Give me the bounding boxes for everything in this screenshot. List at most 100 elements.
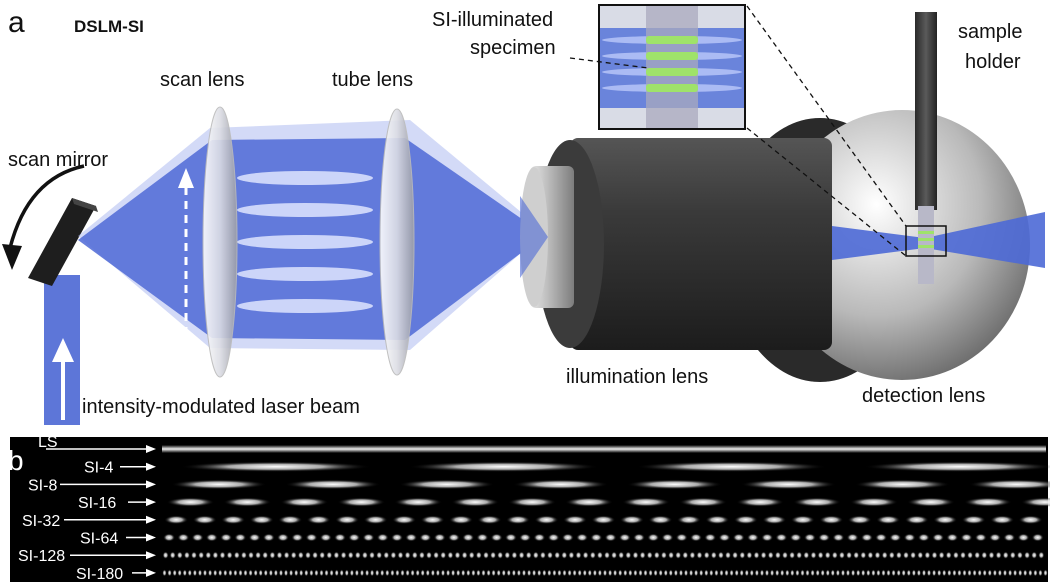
stripe-spot — [962, 569, 967, 577]
stripe-spot — [425, 569, 430, 577]
stripe-spot — [335, 515, 360, 525]
stripe-spot — [205, 533, 218, 542]
stripe-spot — [830, 569, 835, 577]
stripe-spot — [895, 551, 902, 559]
stripe-spot — [608, 569, 613, 577]
stripe-spot — [516, 569, 522, 577]
row-label: SI-32 — [22, 513, 60, 530]
stripe-spot — [319, 569, 324, 577]
stripe-spot — [219, 551, 226, 559]
stripe-spot — [888, 551, 895, 559]
stripe-spot — [278, 515, 303, 525]
stripe-spot — [689, 551, 696, 559]
stripe-spot — [874, 551, 881, 559]
stripe-spot — [582, 551, 589, 559]
stripe-spot — [1038, 569, 1043, 577]
stripe-spot — [399, 479, 495, 490]
stripe-spot — [876, 569, 881, 577]
stripe-spot — [938, 551, 945, 559]
stripe-spot — [1038, 551, 1045, 559]
stripe-spot — [1002, 551, 1009, 559]
stripe-spot — [527, 569, 532, 577]
stripe-spot — [183, 551, 190, 559]
stripe-spot — [483, 551, 489, 559]
stripe-spot — [896, 569, 901, 577]
stripe-spot — [248, 551, 254, 559]
stripe-spot — [359, 569, 365, 577]
stripe-spot — [568, 551, 575, 559]
stripe-spot — [917, 533, 930, 542]
stripe-spot — [733, 515, 758, 525]
stripe-spot — [461, 551, 468, 559]
stripe-spot — [613, 569, 618, 577]
stripe-spot — [253, 569, 258, 577]
stripe-spot — [717, 551, 724, 559]
stripe-spot — [592, 569, 598, 577]
rotation-arrowhead — [2, 244, 22, 270]
stripe-spot — [278, 569, 284, 577]
stripe-spot — [793, 497, 841, 507]
scan-lens — [202, 106, 238, 378]
stripe-spot — [447, 533, 460, 542]
stripe-spot — [504, 551, 511, 559]
specimen-stripes — [918, 231, 934, 248]
stripe-spot — [725, 551, 731, 559]
stripe-spot — [810, 551, 817, 559]
stripe-spot — [846, 551, 853, 559]
stripe-spot — [696, 551, 703, 559]
stripe-spot — [258, 569, 263, 577]
stripe-spot — [305, 533, 318, 542]
stripe-spot — [291, 533, 304, 542]
stripe-spot — [596, 551, 603, 559]
stripe-spot — [932, 533, 945, 542]
row-arrowhead — [146, 480, 156, 489]
stripe-spot — [497, 551, 504, 559]
stripe-spot — [362, 533, 375, 542]
stripe-spot — [952, 569, 957, 577]
stripe-spot — [653, 551, 660, 559]
specimen-inset — [599, 5, 745, 129]
stripe-spot — [818, 533, 831, 542]
stripe-spot — [718, 533, 731, 542]
stripe-spot — [638, 569, 643, 577]
specimen-inset-frame — [598, 4, 746, 130]
stripe-spot — [754, 569, 760, 577]
stripe-spot — [477, 515, 502, 525]
stripe-spot — [1013, 569, 1018, 577]
stripe-spot — [269, 551, 276, 559]
stripe-spot — [408, 461, 600, 472]
stripe-spot — [177, 533, 190, 542]
stripe-spot — [289, 569, 294, 577]
zoom-line-top — [746, 5, 907, 227]
stripe-spot — [739, 569, 744, 577]
stripe-spot — [683, 569, 689, 577]
stripe-spot — [988, 551, 995, 559]
stripe-spot — [415, 569, 420, 577]
row-arrowhead — [146, 498, 156, 507]
stripe-spot — [618, 533, 631, 542]
stripe-spot — [376, 551, 383, 559]
light-sheet — [832, 212, 1045, 268]
stripe-spot — [759, 569, 765, 577]
stripe-spot — [542, 569, 547, 577]
stripe-spot — [678, 569, 684, 577]
stripe-spot — [394, 497, 443, 507]
stripe-spot — [491, 569, 496, 577]
stripe-spot — [694, 569, 699, 577]
stripe-spot — [1031, 551, 1038, 559]
stripe-spot — [511, 569, 516, 577]
row-arrowhead — [146, 515, 156, 524]
stripe-spot — [440, 569, 446, 577]
stripe-spot — [547, 533, 560, 542]
stripe-spot — [648, 569, 653, 577]
stripe-spot — [795, 569, 800, 577]
stripe-spot — [861, 569, 866, 577]
stripe-spot — [561, 551, 568, 559]
scan-direction-arrowhead — [178, 168, 194, 188]
tube-lens — [379, 108, 415, 376]
stripe-spot — [226, 551, 233, 559]
row-label: LS — [38, 434, 58, 451]
stripe-spot — [552, 569, 557, 577]
stripe-spot — [910, 551, 917, 559]
